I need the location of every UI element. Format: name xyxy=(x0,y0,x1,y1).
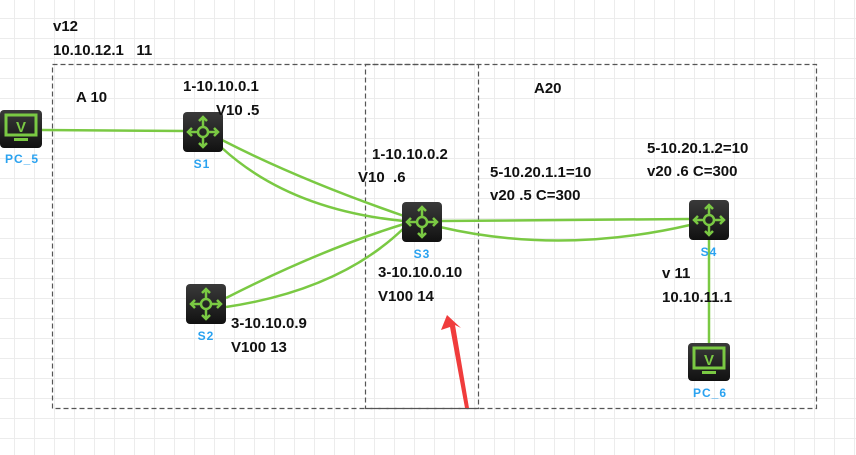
s1-label: S1 xyxy=(193,157,211,171)
vlan12-label: v12 xyxy=(53,18,79,35)
s3-vlan1-label: V10 .6 xyxy=(358,169,406,186)
vlan11-label: v 11 xyxy=(662,265,691,282)
svg-text:V: V xyxy=(704,352,714,369)
link-pc5-s1[interactable] xyxy=(41,128,187,133)
pc-5[interactable]: V xyxy=(0,110,42,148)
s1-ip-label: 1-10.10.0.1 xyxy=(183,78,259,95)
switch-arrows-icon xyxy=(692,203,726,237)
s4-ip5-label: 5-10.20.1.2=10 xyxy=(647,140,749,157)
area-10-label: A 10 xyxy=(76,89,108,106)
switch-s3[interactable] xyxy=(402,202,442,242)
link-s1-s3-a[interactable] xyxy=(221,138,405,218)
area-box-middle xyxy=(364,63,480,410)
svg-text:V: V xyxy=(16,119,26,136)
switch-s2[interactable] xyxy=(186,284,226,324)
pc5-label: PC_5 xyxy=(4,152,40,166)
link-s3-s4-b[interactable] xyxy=(439,223,691,242)
switch-arrows-icon xyxy=(405,205,439,239)
link-s1-s3-b[interactable] xyxy=(221,147,405,223)
pc6-label: PC_6 xyxy=(692,386,728,400)
switch-arrows-icon xyxy=(186,115,220,149)
s2-label: S2 xyxy=(197,329,215,343)
pc-6[interactable]: V xyxy=(688,343,730,381)
s4-vlan5-label: v20 .6 C=300 xyxy=(647,163,738,180)
switch-arrows-icon xyxy=(189,287,223,321)
link-s3-s4-a[interactable] xyxy=(439,217,691,223)
pc-monitor-icon: V xyxy=(692,346,726,374)
vlan12-ip-label: 10.10.12.1 11 xyxy=(53,42,153,59)
s3-ip3-label: 3-10.10.0.10 xyxy=(378,264,463,281)
s2-ip3-label: 3-10.10.0.9 xyxy=(231,315,307,332)
s1-vlan-label: V10 .5 xyxy=(216,102,260,119)
s3-ip1-label: 1-10.10.0.2 xyxy=(372,146,448,163)
link-s2-s3-b[interactable] xyxy=(225,227,405,309)
vlan11-ip-label: 10.10.11.1 xyxy=(662,289,733,306)
s3-label: S3 xyxy=(413,247,431,261)
s2-vlan3-label: V100 13 xyxy=(231,339,287,356)
s3-vlan3-label: V100 14 xyxy=(378,288,434,305)
switch-s1[interactable] xyxy=(183,112,223,152)
link-s2-s3-a[interactable] xyxy=(225,222,405,300)
red-arrow-annotation xyxy=(441,315,469,408)
s4-label: S4 xyxy=(700,245,718,259)
area-20-label: A20 xyxy=(534,80,562,97)
pc-monitor-icon: V xyxy=(4,113,38,141)
switch-s4[interactable] xyxy=(689,200,729,240)
s3-vlan5-label: v20 .5 C=300 xyxy=(490,187,581,204)
s3-ip5-label: 5-10.20.1.1=10 xyxy=(490,164,592,181)
